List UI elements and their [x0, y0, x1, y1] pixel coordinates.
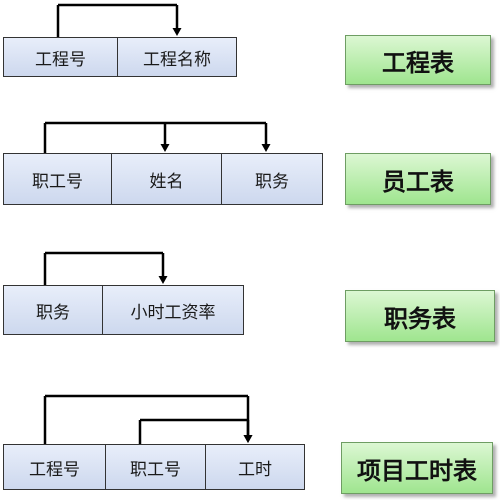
table-2-label: 职务表	[345, 290, 495, 342]
dependency-2-0-arrowhead-0	[158, 276, 168, 284]
table-2-field-0: 职务	[3, 285, 103, 335]
table-3-field-0: 工程号	[3, 444, 106, 490]
dependency-1-0-arrowhead-0	[160, 144, 170, 152]
table-3-field-2: 工时	[205, 444, 305, 490]
table-0-field-0: 工程号	[3, 37, 118, 77]
table-3-field-1: 职工号	[105, 444, 206, 490]
table-1-field-2: 职务	[221, 153, 323, 205]
table-3-label: 项目工时表	[341, 442, 493, 494]
table-1-field-0: 职工号	[3, 153, 112, 205]
table-0-field-1: 工程名称	[117, 37, 237, 77]
table-0-label: 工程表	[345, 35, 491, 85]
table-2-field-1: 小时工资率	[102, 285, 244, 335]
dependency-3-1-arrowhead-0	[243, 435, 253, 443]
table-1-label: 员工表	[345, 153, 491, 205]
dependency-0-0-arrowhead-0	[172, 28, 182, 36]
dependency-1-0-arrowhead-1	[261, 144, 271, 152]
table-1-field-1: 姓名	[111, 153, 222, 205]
